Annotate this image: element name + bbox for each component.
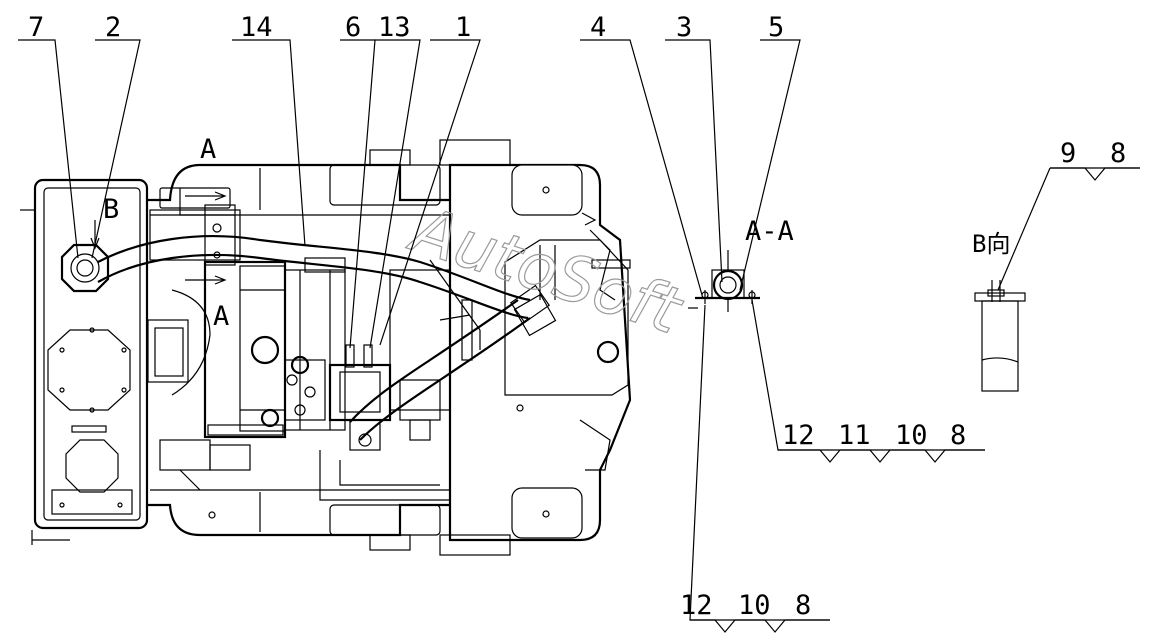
view-label-a-left: A (213, 301, 229, 332)
callout-5: 5 (768, 12, 784, 43)
hose-assembly (97, 235, 551, 441)
view-labels: A A B A-A B向 (103, 134, 1010, 332)
view-label-b: B (103, 194, 119, 225)
view-label-b-direction: B向 (972, 230, 1010, 258)
view-b-detail (974, 167, 1140, 392)
section-label-aa: A-A (745, 216, 794, 247)
callout-12-aa: 12 (782, 420, 815, 451)
callout-7: 7 (28, 12, 44, 43)
callout-9: 9 (1060, 138, 1076, 169)
callout-10-aa: 10 (895, 420, 928, 451)
section-aa-detail (688, 250, 985, 621)
callout-1: 1 (455, 12, 471, 43)
view-markers (90, 220, 100, 250)
callout-labels: 7 2 14 6 13 1 4 3 5 9 8 12 11 10 8 12 10… (28, 12, 1126, 621)
callout-8-aa: 8 (950, 420, 966, 451)
leader-lines (18, 39, 801, 349)
callout-8-bottom: 8 (795, 590, 811, 621)
callout-3: 3 (676, 12, 692, 43)
callout-12-bottom: 12 (680, 590, 713, 621)
callout-6: 6 (345, 12, 361, 43)
callout-13: 13 (378, 12, 411, 43)
callout-14: 14 (240, 12, 273, 43)
callout-8-viewb: 8 (1110, 138, 1126, 169)
callout-brackets (690, 167, 1140, 633)
callout-2: 2 (105, 12, 121, 43)
view-label-a-top: A (200, 134, 216, 165)
callout-10-bottom: 10 (738, 590, 771, 621)
radiator-and-engine (147, 187, 451, 501)
callout-4: 4 (590, 12, 606, 43)
callout-11: 11 (838, 420, 871, 451)
